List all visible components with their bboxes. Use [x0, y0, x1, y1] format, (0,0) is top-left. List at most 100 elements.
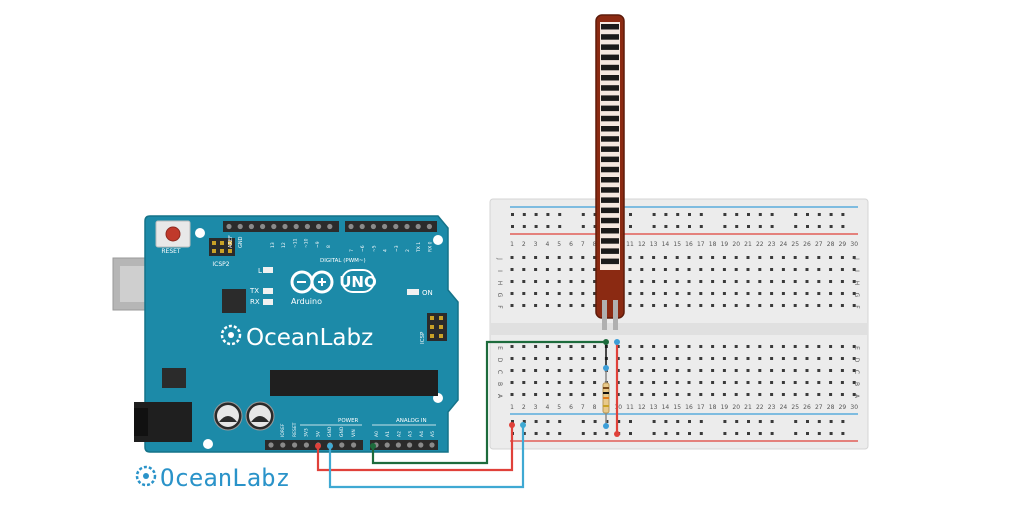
- flex-segment: [601, 24, 619, 30]
- flex-segment: [601, 146, 619, 152]
- breadboard-hole: [829, 268, 833, 271]
- breadboard-hole: [711, 381, 715, 384]
- rail-hole: [806, 213, 809, 216]
- column-number-bottom: 15: [673, 404, 681, 411]
- led-on-label: ON: [422, 289, 433, 297]
- rail-hole: [699, 225, 703, 228]
- breadboard-hole: [852, 393, 856, 396]
- rail-hole: [817, 420, 821, 423]
- breadboard-hole: [817, 256, 821, 259]
- breadboard-hole: [770, 369, 774, 372]
- breadboard-hole: [510, 304, 514, 307]
- breadboard-hole: [569, 256, 573, 259]
- breadboard-hole: [510, 268, 514, 271]
- breadboard-hole: [581, 357, 585, 360]
- breadboard-hole: [581, 369, 585, 372]
- wire-endpoint: [603, 423, 609, 429]
- column-number-bottom: 11: [626, 404, 634, 411]
- breadboard-hole: [652, 304, 656, 307]
- icsp-pins: [430, 316, 443, 338]
- breadboard-hole: [628, 268, 632, 271]
- breadboard-hole: [593, 345, 597, 348]
- dc-power-jack-front: [134, 408, 148, 436]
- header-pin: [268, 442, 274, 448]
- rail-hole: [546, 432, 550, 435]
- header-pin: [429, 442, 435, 448]
- wire-endpoint: [327, 443, 333, 449]
- row-letter-bottom: D: [853, 358, 860, 363]
- flex-segment: [601, 156, 619, 163]
- breadboard-hole: [522, 304, 526, 307]
- wire-red-5v: [316, 425, 514, 472]
- rail-hole: [794, 225, 798, 228]
- breadboard-hole: [557, 268, 561, 271]
- breadboard-hole: [569, 357, 573, 360]
- power-label: POWER: [338, 418, 359, 424]
- header-pin: [271, 223, 277, 230]
- breadboard-center-channel: [490, 323, 868, 335]
- uno-label: UNO: [339, 273, 377, 291]
- rail-hole: [735, 213, 739, 216]
- breadboard-hole: [675, 393, 679, 396]
- breadboard-hole: [581, 268, 585, 271]
- rail-hole: [723, 225, 727, 228]
- reset-button-cap[interactable]: [165, 226, 181, 242]
- breadboard-hole: [522, 268, 526, 271]
- oceanlabz-logo-icon: [135, 465, 157, 487]
- breadboard-hole: [699, 345, 703, 348]
- breadboard-hole: [675, 256, 679, 259]
- flex-sensor: [595, 14, 625, 330]
- wire-green-a0: [371, 340, 604, 465]
- digital-pin-label: ~6: [360, 245, 366, 252]
- breadboard-hole: [840, 357, 844, 360]
- breadboard-hole: [545, 304, 549, 307]
- microcontroller-chip: [270, 370, 438, 396]
- column-number-bottom: 28: [827, 404, 835, 411]
- wire-endpoint: [603, 339, 609, 345]
- rail-hole: [758, 213, 762, 216]
- analog-label: ANALOG IN: [396, 418, 427, 424]
- column-number-bottom: 30: [850, 404, 858, 411]
- breadboard-hole: [675, 381, 679, 384]
- breadboard-hole: [840, 280, 844, 283]
- breadboard-hole: [569, 393, 573, 396]
- rail-hole: [770, 213, 774, 216]
- breadboard-hole: [640, 357, 644, 360]
- breadboard-hole: [628, 369, 632, 372]
- column-number-bottom: 22: [756, 404, 764, 411]
- column-number-top: 20: [732, 241, 740, 248]
- column-number-top: 24: [780, 241, 788, 248]
- breadboard-hole: [722, 381, 726, 384]
- breadboard-hole: [746, 292, 750, 295]
- header-pin: [351, 442, 357, 448]
- mounting-hole: [433, 235, 443, 245]
- breadboard-hole: [840, 304, 844, 307]
- breadboard-hole: [781, 357, 785, 360]
- header-pin: [404, 223, 410, 230]
- breadboard-hole: [805, 369, 809, 372]
- breadboard-hole: [805, 268, 809, 271]
- row-letter-bottom: C: [853, 370, 860, 374]
- breadboard-hole: [781, 280, 785, 283]
- rail-hole: [629, 213, 632, 216]
- column-number-bottom: 20: [732, 404, 740, 411]
- breadboard-hole: [770, 256, 774, 259]
- breadboard-hole: [722, 280, 726, 283]
- column-number-bottom: 4: [545, 404, 549, 411]
- breadboard-hole: [628, 256, 632, 259]
- rail-hole: [534, 420, 538, 423]
- breadboard-hole: [545, 280, 549, 283]
- icsp-label: ICSP: [420, 331, 426, 344]
- rail-hole: [688, 420, 691, 423]
- breadboard-hole: [557, 292, 561, 295]
- column-number-bottom: 27: [815, 404, 823, 411]
- breadboard-hole: [663, 304, 667, 307]
- breadboard-hole: [793, 393, 797, 396]
- breadboard-hole: [840, 393, 844, 396]
- breadboard-hole: [581, 345, 585, 348]
- breadboard-hole: [817, 393, 821, 396]
- breadboard-hole: [840, 369, 844, 372]
- breadboard-hole: [829, 292, 833, 295]
- breadboard-hole: [711, 393, 715, 396]
